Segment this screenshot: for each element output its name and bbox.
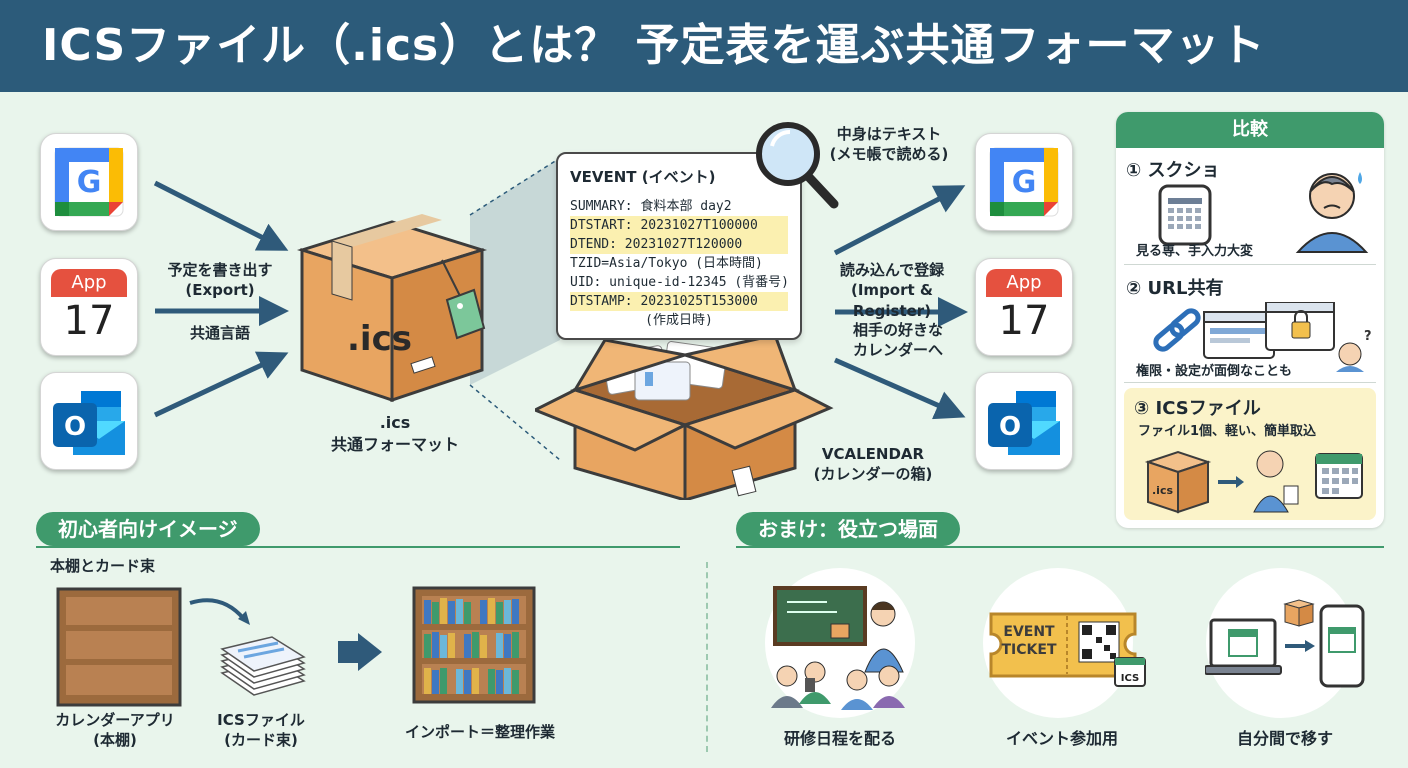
arrow-to-google (833, 185, 966, 256)
outlook-app-icon-right: O (975, 372, 1073, 470)
ticket-ics-label: ICS (1121, 673, 1139, 684)
compare-ics-desc: ファイル1個、軽い、簡単取込 (1138, 424, 1317, 439)
google-letter-right: G (1012, 165, 1037, 200)
compare-url-desc: 権限・設定が面倒なことも (1136, 364, 1293, 379)
import-organize-label: インポート＝整理作業 (404, 723, 555, 741)
beginner-section-pill: 初心者向けイメージ (36, 512, 260, 546)
arrow-to-outlook (833, 357, 966, 420)
transfer-devices-icon (1205, 599, 1365, 688)
organized-bookshelf-icon (412, 586, 536, 704)
bookshelf-cards-illustration (56, 587, 382, 707)
vevent-dtstamp: DTSTAMP: 20231025T153000 (570, 292, 788, 311)
vcalendar-open-box-illustration (535, 333, 834, 500)
svg-text:.ics: .ics (1152, 484, 1173, 497)
compare-screenshot-title: ① スクショ (1126, 160, 1220, 181)
calendar-day-number-right: 17 (998, 298, 1050, 344)
magnifier-icon (756, 122, 839, 209)
comparison-header: 比較 (1116, 112, 1384, 148)
page-title: ICSファイル（.ics）とは？ 予定表を運ぶ共通フォーマット (0, 0, 1408, 92)
outlook-letter: O (64, 412, 86, 442)
export-label: 予定を書き出す (Export) (167, 261, 273, 300)
vevent-title: VEVENT (イベント) (570, 168, 716, 186)
compare-ics-title: ③ ICSファイル (1134, 398, 1261, 419)
arrow-outlook-to-box (153, 351, 289, 418)
url-share-icons: ? (1153, 302, 1372, 372)
box-caption: .ics 共通フォーマット (330, 413, 459, 454)
cards-label: ICSファイル (カード束) (217, 711, 305, 750)
compare-url-title: ② URL共有 (1126, 278, 1224, 299)
vcalendar-label: VCALENDAR (カレンダーの箱) (813, 445, 933, 484)
vevent-dtstamp-note: (作成日時) (645, 313, 713, 328)
beginner-subtitle: 本棚とカード束 (50, 557, 156, 575)
partner-calendar-label: 相手の好きな カレンダーへ (852, 321, 943, 360)
vevent-popup: VEVENT (イベント) SUMMARY: 食料本部 day2 DTSTART… (556, 152, 802, 340)
svg-text:?: ? (1364, 329, 1372, 344)
bonus-section-pill: おまけ：役立つ場面 (736, 512, 960, 546)
common-language-label: 共通言語 (189, 324, 250, 342)
ticket-line2: TICKET (1002, 642, 1057, 658)
ticket-line1: EVENT (1003, 624, 1055, 640)
calendar-app-label-right: App (986, 269, 1062, 297)
google-calendar-app-icon: G (40, 133, 138, 231)
link-icon (1153, 308, 1201, 352)
arrow-google-to-box (153, 180, 289, 251)
section-divider (706, 562, 708, 752)
training-scene-icon (771, 586, 905, 710)
text-content-note: 中身はテキスト (メモ帳で読める) (829, 125, 949, 164)
vevent-dtstart: DTSTART: 20231027T100000 (570, 216, 788, 235)
import-register-label: 読み込んで登録 (Import & Register) (839, 261, 945, 320)
worried-person-icon (1295, 172, 1369, 253)
vevent-tzid: TZID=Asia/Tokyo (日本時間) (570, 256, 763, 271)
scene-training-label: 研修日程を配る (783, 729, 896, 748)
calendar-app-icon-right: App 17 (975, 258, 1073, 356)
comparison-panel: 比較 ① スクショ 見る専、手入力大変 ② URL共有 (1116, 112, 1384, 528)
box-ics-text: .ics (347, 319, 412, 359)
vevent-uid: UID: unique-id-12345 (背番号) (570, 275, 790, 290)
scene-transfer-label: 自分間で移す (1236, 729, 1333, 748)
section-underline (736, 546, 1384, 548)
calendar-day-number: 17 (63, 298, 115, 344)
scene-event-label: イベント参加用 (1005, 729, 1118, 748)
google-calendar-app-icon-right: G (975, 133, 1073, 231)
phone-calendar-icon (1158, 184, 1212, 246)
section-underline (36, 546, 680, 548)
outlook-app-icon: O (40, 372, 138, 470)
divider (1124, 264, 1376, 265)
event-ticket-icon: EVENT TICKET ICS (989, 612, 1146, 687)
vevent-summary: SUMMARY: 食料本部 day2 (570, 199, 732, 214)
projection-shade (470, 158, 560, 385)
calendar-app-label: App (51, 269, 127, 297)
compare-screenshot-desc: 見る専、手入力大変 (1136, 244, 1254, 259)
calendar-app-icon: App 17 (40, 258, 138, 356)
divider (1124, 382, 1376, 383)
shelf-label: カレンダーアプリ (本棚) (55, 711, 175, 750)
outlook-letter-right: O (999, 412, 1021, 442)
vevent-dtend: DTEND: 20231027T120000 (570, 235, 788, 254)
ics-box-illustration: .ics (296, 214, 488, 403)
ics-easy-import-icons: .ics (1144, 450, 1363, 514)
google-letter: G (77, 165, 102, 200)
